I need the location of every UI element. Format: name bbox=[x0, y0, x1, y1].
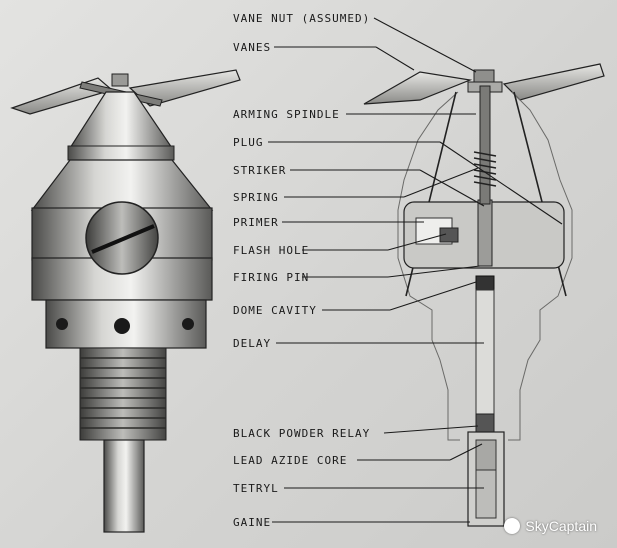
flash-hole-cutaway bbox=[439, 227, 459, 243]
plug-slot bbox=[91, 224, 155, 254]
body-outline-cutaway bbox=[397, 91, 460, 441]
vane-left-cutaway bbox=[363, 71, 473, 105]
cutaway-view bbox=[363, 63, 605, 527]
tetryl-cutaway bbox=[475, 469, 497, 519]
leader-lines bbox=[268, 17, 563, 523]
label-primer: PRIMER bbox=[233, 216, 279, 229]
vane-nut-external bbox=[111, 73, 129, 87]
thread-lines bbox=[80, 357, 166, 429]
vane-right-cutaway bbox=[502, 63, 605, 101]
ring-hole bbox=[56, 318, 68, 330]
vane-nut-cutaway bbox=[473, 69, 495, 83]
ring-hole bbox=[182, 318, 194, 330]
delay-column bbox=[475, 289, 495, 415]
watermark: SkyCaptain bbox=[504, 518, 597, 534]
label-flash-hole: FLASH HOLE bbox=[233, 244, 310, 257]
arming-spindle-cutaway bbox=[479, 85, 491, 205]
label-vanes: VANES bbox=[233, 41, 272, 54]
body-outline-cutaway-right bbox=[508, 91, 573, 441]
label-black-powder-relay: BLACK POWDER RELAY bbox=[233, 427, 371, 440]
gaine-tube-external bbox=[103, 439, 145, 533]
spring-coils bbox=[473, 151, 497, 187]
lead-azide-cutaway bbox=[475, 439, 497, 471]
label-lead-azide-core: LEAD AZIDE CORE bbox=[233, 454, 348, 467]
relay-cutaway bbox=[475, 413, 495, 433]
label-dome-cavity: DOME CAVITY bbox=[233, 304, 317, 317]
thread-body bbox=[79, 347, 167, 441]
striker-cutaway bbox=[477, 199, 493, 267]
label-vane-nut: VANE NUT (ASSUMED) bbox=[233, 12, 371, 25]
label-striker: STRIKER bbox=[233, 164, 287, 177]
label-spring: SPRING bbox=[233, 191, 279, 204]
label-tetryl: TETRYL bbox=[233, 482, 279, 495]
watermark-text: SkyCaptain bbox=[525, 518, 597, 534]
collar-external bbox=[67, 145, 175, 161]
external-view bbox=[10, 69, 241, 533]
label-delay: DELAY bbox=[233, 337, 272, 350]
ring-hole bbox=[114, 318, 130, 334]
label-plug: PLUG bbox=[233, 136, 264, 149]
label-firing-pin: FIRING PIN bbox=[233, 271, 310, 284]
label-arming-spindle: ARMING SPINDLE bbox=[233, 108, 340, 121]
label-gaine: GAINE bbox=[233, 516, 272, 529]
wechat-icon bbox=[504, 518, 521, 534]
